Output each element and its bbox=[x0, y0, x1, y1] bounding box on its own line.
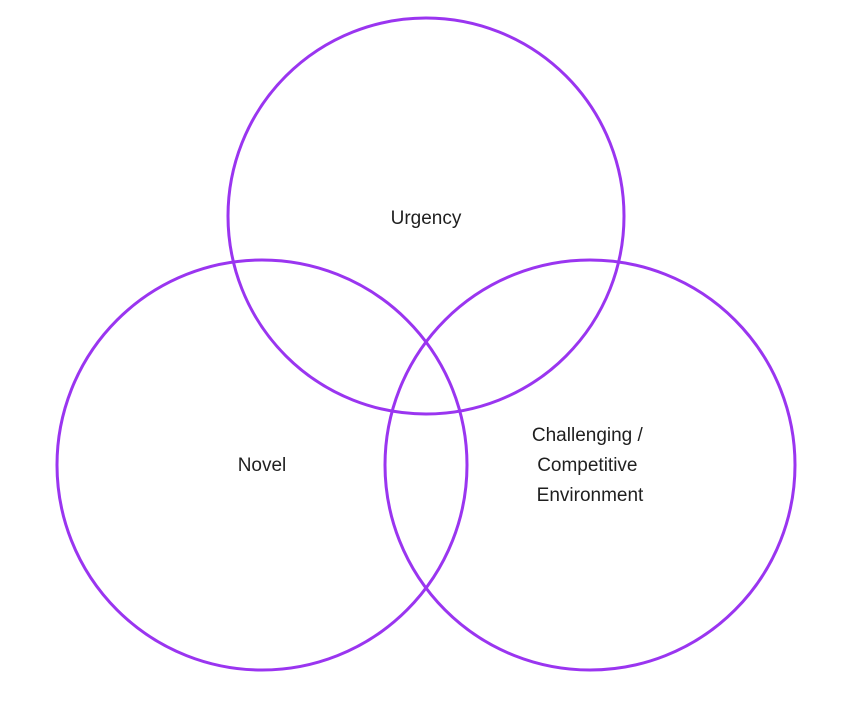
challenging-label-line-2: Competitive bbox=[537, 455, 637, 476]
challenging-circle bbox=[383, 258, 797, 672]
novel-label: Novel bbox=[238, 455, 287, 476]
novel-circle bbox=[55, 258, 469, 672]
novel-label-line: Novel bbox=[238, 455, 287, 476]
urgency-label-line: Urgency bbox=[391, 208, 462, 229]
challenging-label-line-3: Environment bbox=[537, 485, 644, 506]
urgency-circle bbox=[226, 16, 626, 416]
challenging-label: Challenging / Competitive Environment bbox=[532, 425, 648, 506]
urgency-label: Urgency bbox=[391, 208, 462, 229]
challenging-label-line-1: Challenging / bbox=[532, 425, 644, 446]
